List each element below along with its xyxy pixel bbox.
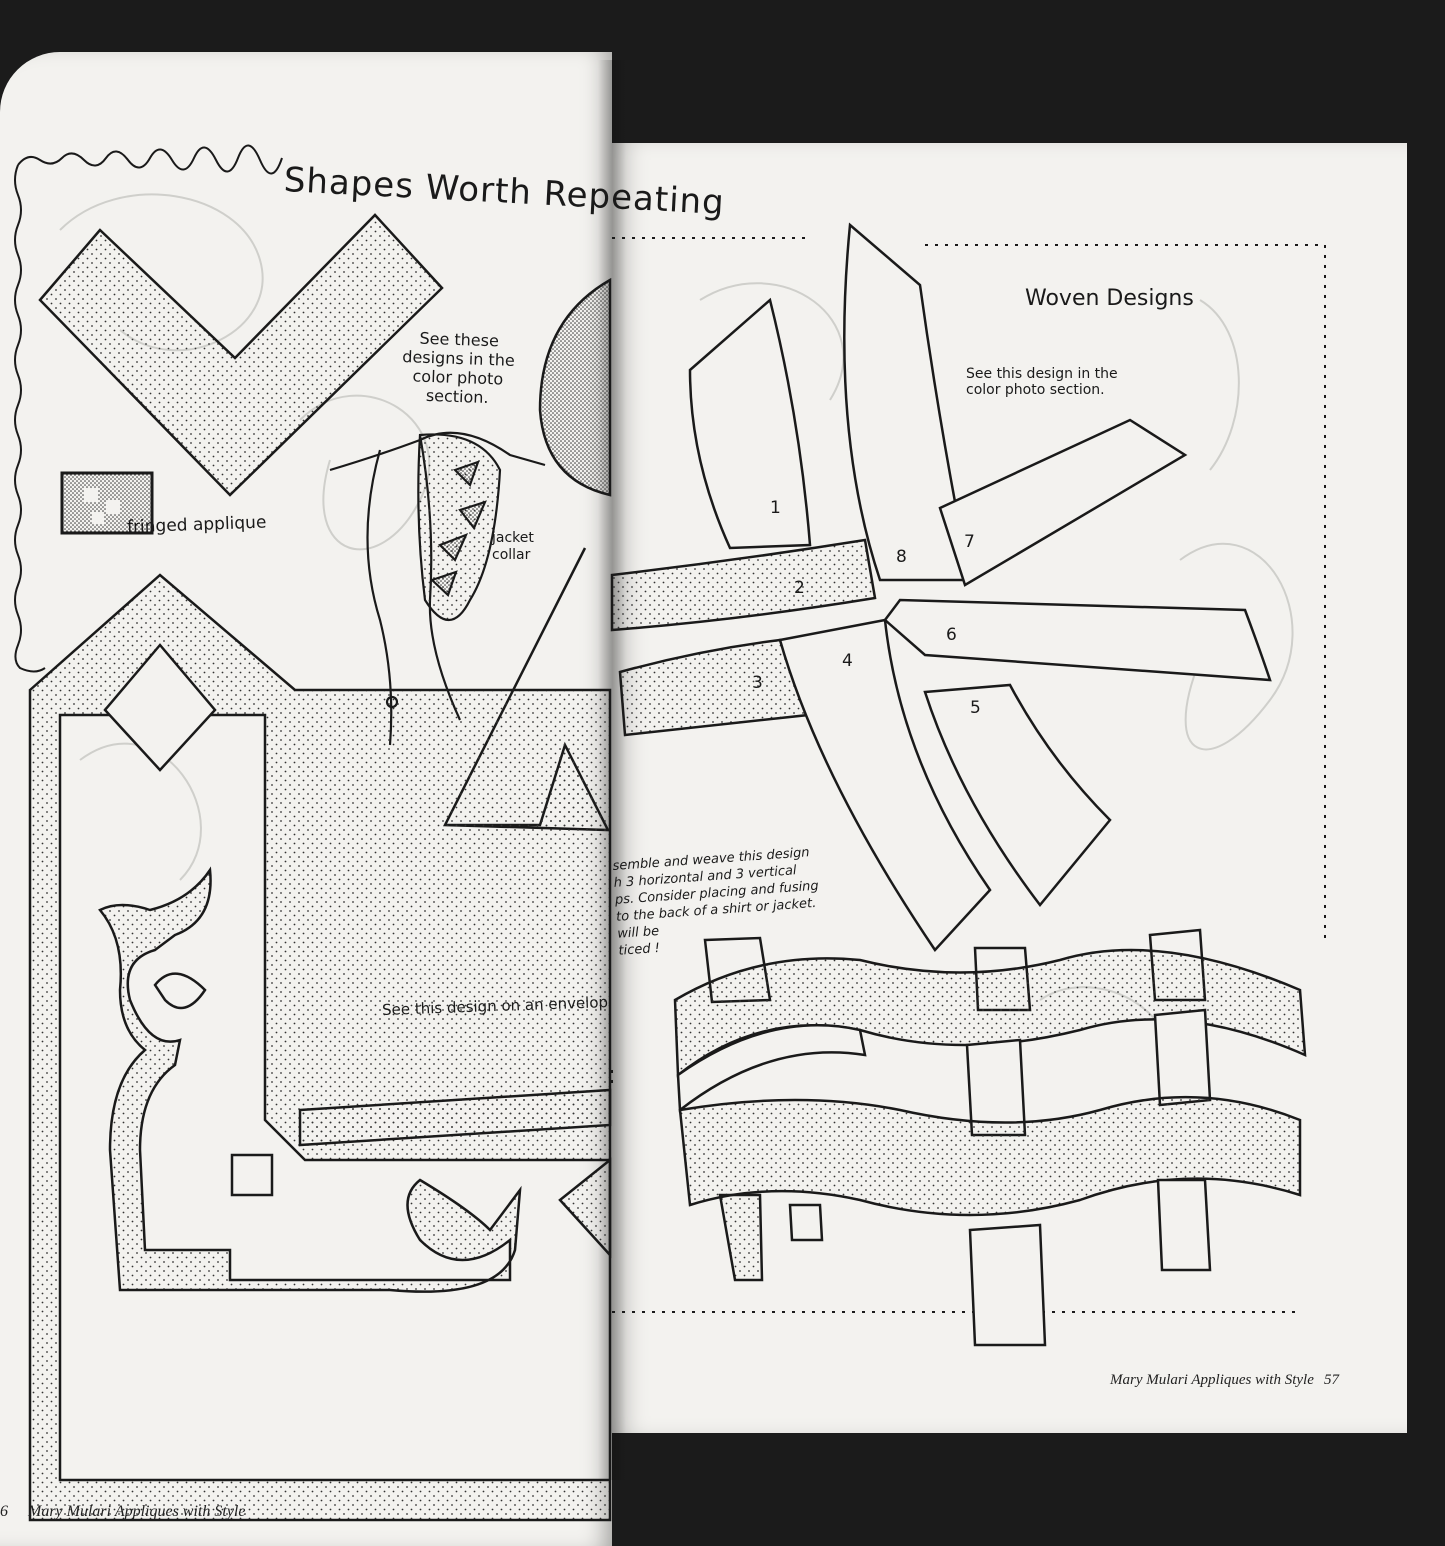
fringed-applique-patch xyxy=(60,471,154,535)
piece-number-6: 6 xyxy=(946,625,957,645)
left-page-border xyxy=(14,144,283,673)
scroll-ornament-shape xyxy=(98,866,612,1293)
assemble-weave-note: semble and weave this design h 3 horizon… xyxy=(612,845,820,959)
piece-number-labels: 1 2 3 4 5 6 7 8 xyxy=(752,498,981,718)
jacket-collar-label: jacket collar xyxy=(492,530,534,563)
right-page-number: 57 xyxy=(1324,1372,1339,1388)
right-page-footer: Mary Mulari Appliques with Style xyxy=(1110,1372,1314,1388)
v-shape-applique xyxy=(38,213,444,497)
partial-circle-shape xyxy=(538,277,612,497)
piece-number-1: 1 xyxy=(770,498,781,518)
color-photo-note: See this design in the color photo secti… xyxy=(966,366,1118,398)
piece-number-8: 8 xyxy=(896,547,907,567)
piece-number-4: 4 xyxy=(842,651,853,671)
piece-number-2: 2 xyxy=(794,578,805,598)
piece-number-7: 7 xyxy=(964,532,975,552)
woven-design-numbered xyxy=(610,222,1272,953)
color-photos-note: See these designs in the color photo sec… xyxy=(402,328,516,408)
woven-design-wavy xyxy=(673,928,1307,1347)
left-page-footer: Mary Mulari Appliques with Style xyxy=(28,1503,246,1520)
left-page-number: 6 xyxy=(0,1503,8,1520)
house-frame-shape xyxy=(28,573,612,1522)
piece-number-5: 5 xyxy=(970,698,981,718)
jacket-collar-drawing xyxy=(329,431,546,746)
piece-number-3: 3 xyxy=(752,673,763,693)
right-page-title: Woven Designs xyxy=(1025,286,1194,311)
